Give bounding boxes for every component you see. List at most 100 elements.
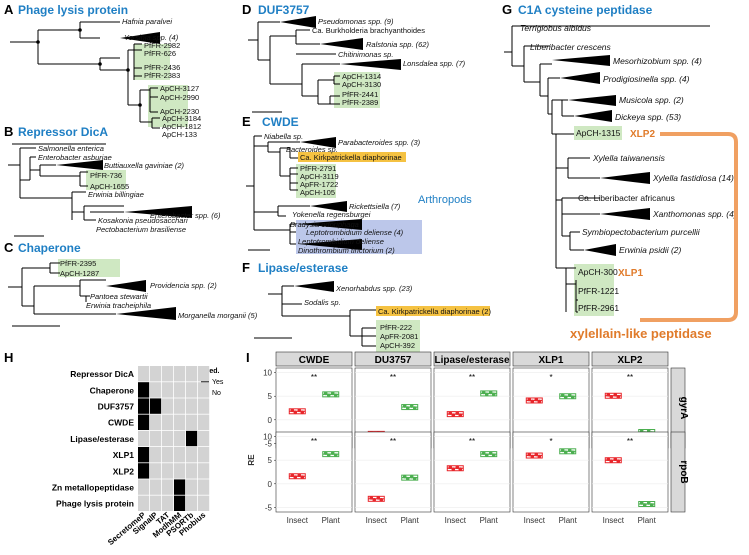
point-plant: [323, 451, 328, 455]
y-tick-label: 0: [268, 416, 273, 425]
collapsed-clade: [298, 219, 362, 230]
heatmap-cell: [138, 463, 150, 479]
taxon-label: Dickeya spp. (53): [615, 112, 681, 122]
taxon-label: Symbiopectobacterium purcellii: [582, 227, 701, 237]
point-plant: [330, 451, 335, 455]
point-plant: [326, 393, 331, 398]
y-tick-label: -5: [265, 439, 273, 448]
taxon-label: ApCH-1314: [342, 72, 381, 81]
taxon-label: ApFR-2081: [380, 332, 418, 341]
heatmap-cell: [174, 479, 186, 495]
significance-mark: *: [549, 373, 552, 382]
panel-h-letter: H: [4, 350, 13, 365]
point-plant: [563, 450, 568, 455]
x-tick-label: Plant: [401, 516, 420, 525]
facet-label: CWDE: [299, 355, 330, 366]
point-plant: [481, 390, 486, 395]
taxon-label: PfFR-2383: [144, 71, 180, 80]
taxon-label: PfFR-2982: [144, 41, 180, 50]
taxon-label: Ralstonia spp. (62): [366, 40, 429, 49]
taxon-label: Mesorhizobium spp. (4): [613, 56, 702, 66]
panel-d: D DUF3757 Pseudomonas spp. (9) Ca. Burkh…: [242, 2, 466, 113]
point-plant: [402, 404, 407, 408]
highlight-green: [574, 126, 622, 140]
taxon-label: Erwinia tracheiphila: [86, 301, 151, 310]
heatmap-cell: [186, 414, 198, 430]
heatmap-cell: [186, 430, 198, 447]
highlight-green: [376, 320, 420, 352]
heatmap-row-label: XLP1: [113, 450, 135, 460]
y-tick-label: 10: [263, 369, 272, 378]
highlight-green: [334, 72, 380, 108]
point-insect: [616, 394, 621, 399]
point-plant: [563, 395, 568, 400]
taxon-label: Pantoea stewartii: [90, 292, 148, 301]
point-insect: [606, 457, 611, 462]
heatmap-cell: [138, 366, 150, 382]
taxon-label: Kosakonia pseudosacchari: [98, 216, 188, 225]
x-tick-label: Plant: [322, 516, 341, 525]
taxon-label: ApCH-2230: [160, 107, 199, 116]
heatmap-cell: [162, 366, 174, 382]
taxon-label: ApCH-392: [380, 341, 415, 350]
heatmap-cell: [198, 479, 210, 495]
panel-c-letter: C: [4, 240, 14, 255]
taxon-label: Xenorhabdus spp. (23): [335, 284, 413, 293]
taxon-label: Parabacteroides spp. (3): [338, 138, 421, 147]
facet-label: XLP2: [617, 355, 642, 366]
point-insect: [369, 496, 374, 500]
panel-e: E CWDE Arthropods Niabella sp. Parabacte…: [242, 114, 472, 255]
point-insect: [290, 408, 295, 413]
point-insect: [534, 452, 539, 457]
taxon-label: PfFR-2791: [300, 164, 336, 173]
panel-d-title: DUF3757: [258, 3, 310, 17]
taxon-label: Enterobacter spp. (6): [150, 211, 221, 220]
heatmap-cell: [150, 447, 162, 463]
point-insect: [537, 454, 542, 459]
taxon-label: Morganella morganii (5): [178, 311, 258, 320]
heatmap-cell: [198, 414, 210, 430]
point-insect: [300, 410, 305, 415]
heatmap-row-label: DUF3757: [98, 402, 135, 412]
taxon-label: Bacteroides sp.: [286, 145, 338, 154]
heatmap-cell: [138, 479, 150, 495]
point-plant: [412, 476, 417, 481]
point-insect: [372, 498, 377, 502]
heatmap-row-label: Lipase/esterase: [70, 434, 134, 444]
point-insect: [293, 410, 298, 415]
panel-b: B Repressor DicA Salmonella enterica Ent…: [4, 124, 221, 237]
taxon-label: Dinothrombium tinctorium (2): [298, 246, 395, 255]
panel-g-letter: G: [502, 2, 512, 17]
highlight-orange: [298, 152, 406, 162]
taxon-label: Hafnia paralvei: [122, 17, 172, 26]
point-insect: [458, 413, 463, 417]
heatmap-cell: [150, 430, 162, 447]
taxon-label: ApCH-2990: [160, 93, 199, 102]
x-tick-label: Insect: [445, 516, 467, 525]
taxon-label: PfFR-1221: [578, 286, 619, 296]
heatmap-row-label: Chaperone: [90, 385, 135, 395]
heatmap-cell: [186, 366, 198, 382]
panel-e-letter: E: [242, 114, 251, 129]
point-plant: [488, 451, 493, 455]
facet-panel: [433, 431, 511, 513]
collapsed-clade: [106, 280, 146, 292]
taxon-label: Erwinia psidii (2): [619, 245, 682, 255]
panel-c-title: Chaperone: [18, 241, 81, 255]
taxon-label: Ca. Burkholderia brachyanthoides: [312, 26, 425, 35]
heatmap-cell: [138, 430, 150, 447]
heatmap-cell: [174, 447, 186, 463]
panel-g-title: C1A cysteine peptidase: [518, 3, 653, 17]
collapsed-clade: [300, 137, 336, 148]
heatmap-cell: [198, 495, 210, 511]
x-tick-label: Insect: [524, 516, 546, 525]
point-plant: [567, 448, 572, 453]
taxon-label: Liberibacter crescens: [530, 42, 612, 52]
taxon-label: ApCH-3127: [160, 84, 199, 93]
point-insect: [379, 498, 384, 502]
facet-label: Lipase/esterase: [434, 355, 509, 366]
collapsed-clade: [56, 160, 103, 170]
panel-f-letter: F: [242, 260, 250, 275]
